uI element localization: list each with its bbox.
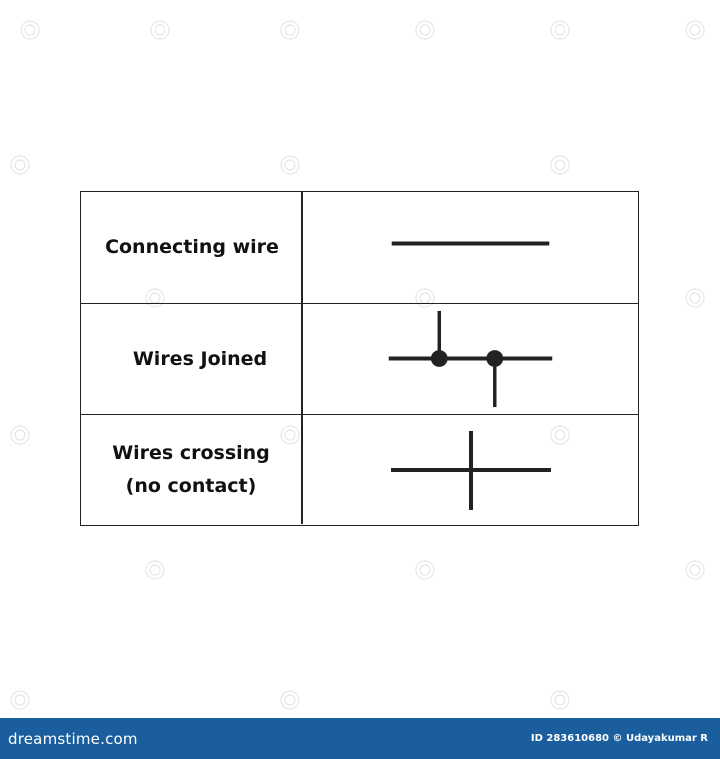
diagram-canvas: Connecting wire Wires Joined [10, 20, 705, 710]
row-label: Connecting wire [105, 236, 279, 258]
column-divider [301, 192, 303, 303]
brand-logo: dreamstime.com [8, 729, 138, 748]
column-divider [301, 415, 303, 524]
row-label: Wires crossing (no contact) [112, 441, 270, 497]
symbol-cell [302, 415, 638, 524]
image-credit: ID 283610680 © Udayakumar R [530, 733, 708, 744]
table-row: Connecting wire [81, 192, 638, 304]
table-row: Wires crossing (no contact) [81, 415, 638, 524]
label-cell: Wires crossing (no contact) [81, 415, 301, 524]
wires-joined-symbol [388, 310, 553, 408]
label-cell: Connecting wire [81, 192, 301, 303]
row-label: Wires Joined [132, 347, 268, 370]
column-divider [301, 304, 303, 414]
symbol-cell [302, 192, 638, 303]
label-cell: Wires Joined [81, 304, 301, 414]
connecting-wire-symbol [391, 241, 550, 246]
wires-crossing-symbol [391, 431, 551, 510]
symbol-cell [302, 304, 638, 414]
watermark-footer-bar: dreamstime.com ID 283610680 © Udayakumar… [0, 718, 720, 759]
wire-symbols-table: Connecting wire Wires Joined [80, 191, 639, 526]
table-row: Wires Joined [81, 304, 638, 415]
